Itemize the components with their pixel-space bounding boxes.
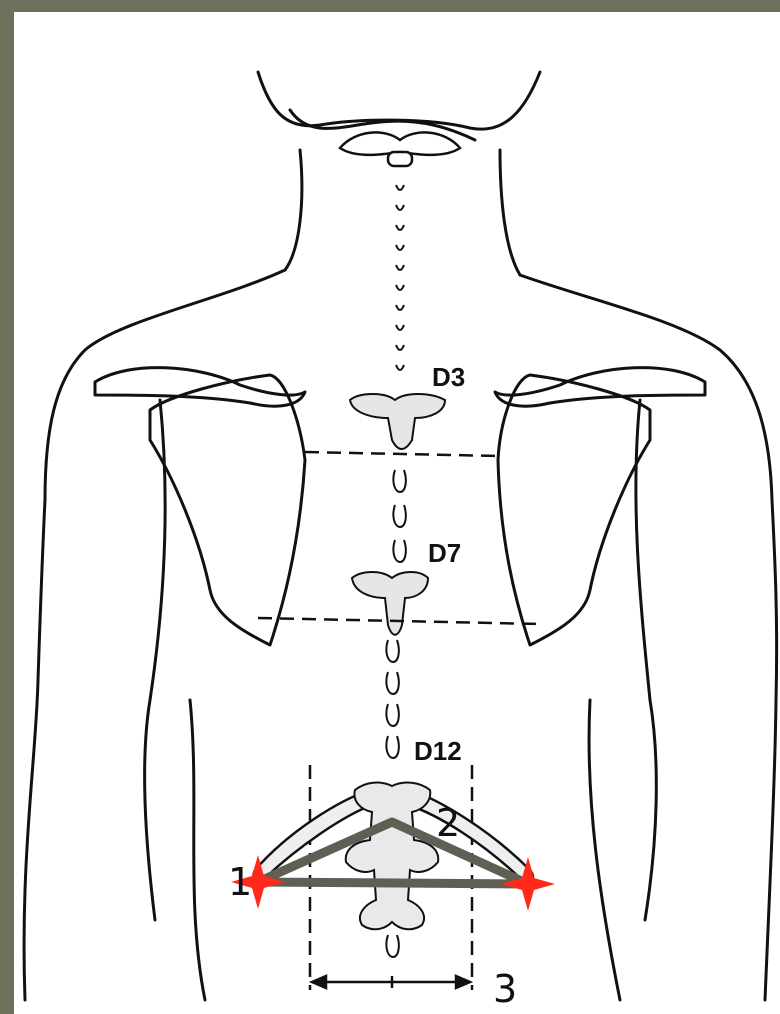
label-d3: D3 [432,362,465,392]
scapula-right [498,375,650,645]
thoracic-spine-lower [386,640,398,758]
neck-right [500,150,520,275]
neck-left [285,150,302,270]
lumbar-vertebrae [346,783,439,930]
thoracic-spine-upper [393,470,405,562]
scapula-left [150,375,305,645]
waist-right [589,700,620,1000]
atlas-vertebra [340,132,460,166]
label-d7: D7 [428,538,461,568]
waist-left [190,700,205,1000]
arm-right-inner [636,400,656,920]
point-label-1: 1 [228,860,252,904]
label-d12: D12 [414,736,462,766]
measurement-arrow [312,976,470,988]
arm-left-inner [145,400,166,920]
lumbar-tail [386,935,398,957]
vertebra-d3 [350,394,445,449]
cervical-spine [396,185,404,370]
dashed-line-scapula-top [305,452,500,456]
point-label-2: 2 [436,801,460,845]
point-label-3: 3 [493,967,517,1011]
vertebra-d7 [352,572,428,635]
clavicle-left [95,368,305,407]
clavicle-right [495,368,705,407]
